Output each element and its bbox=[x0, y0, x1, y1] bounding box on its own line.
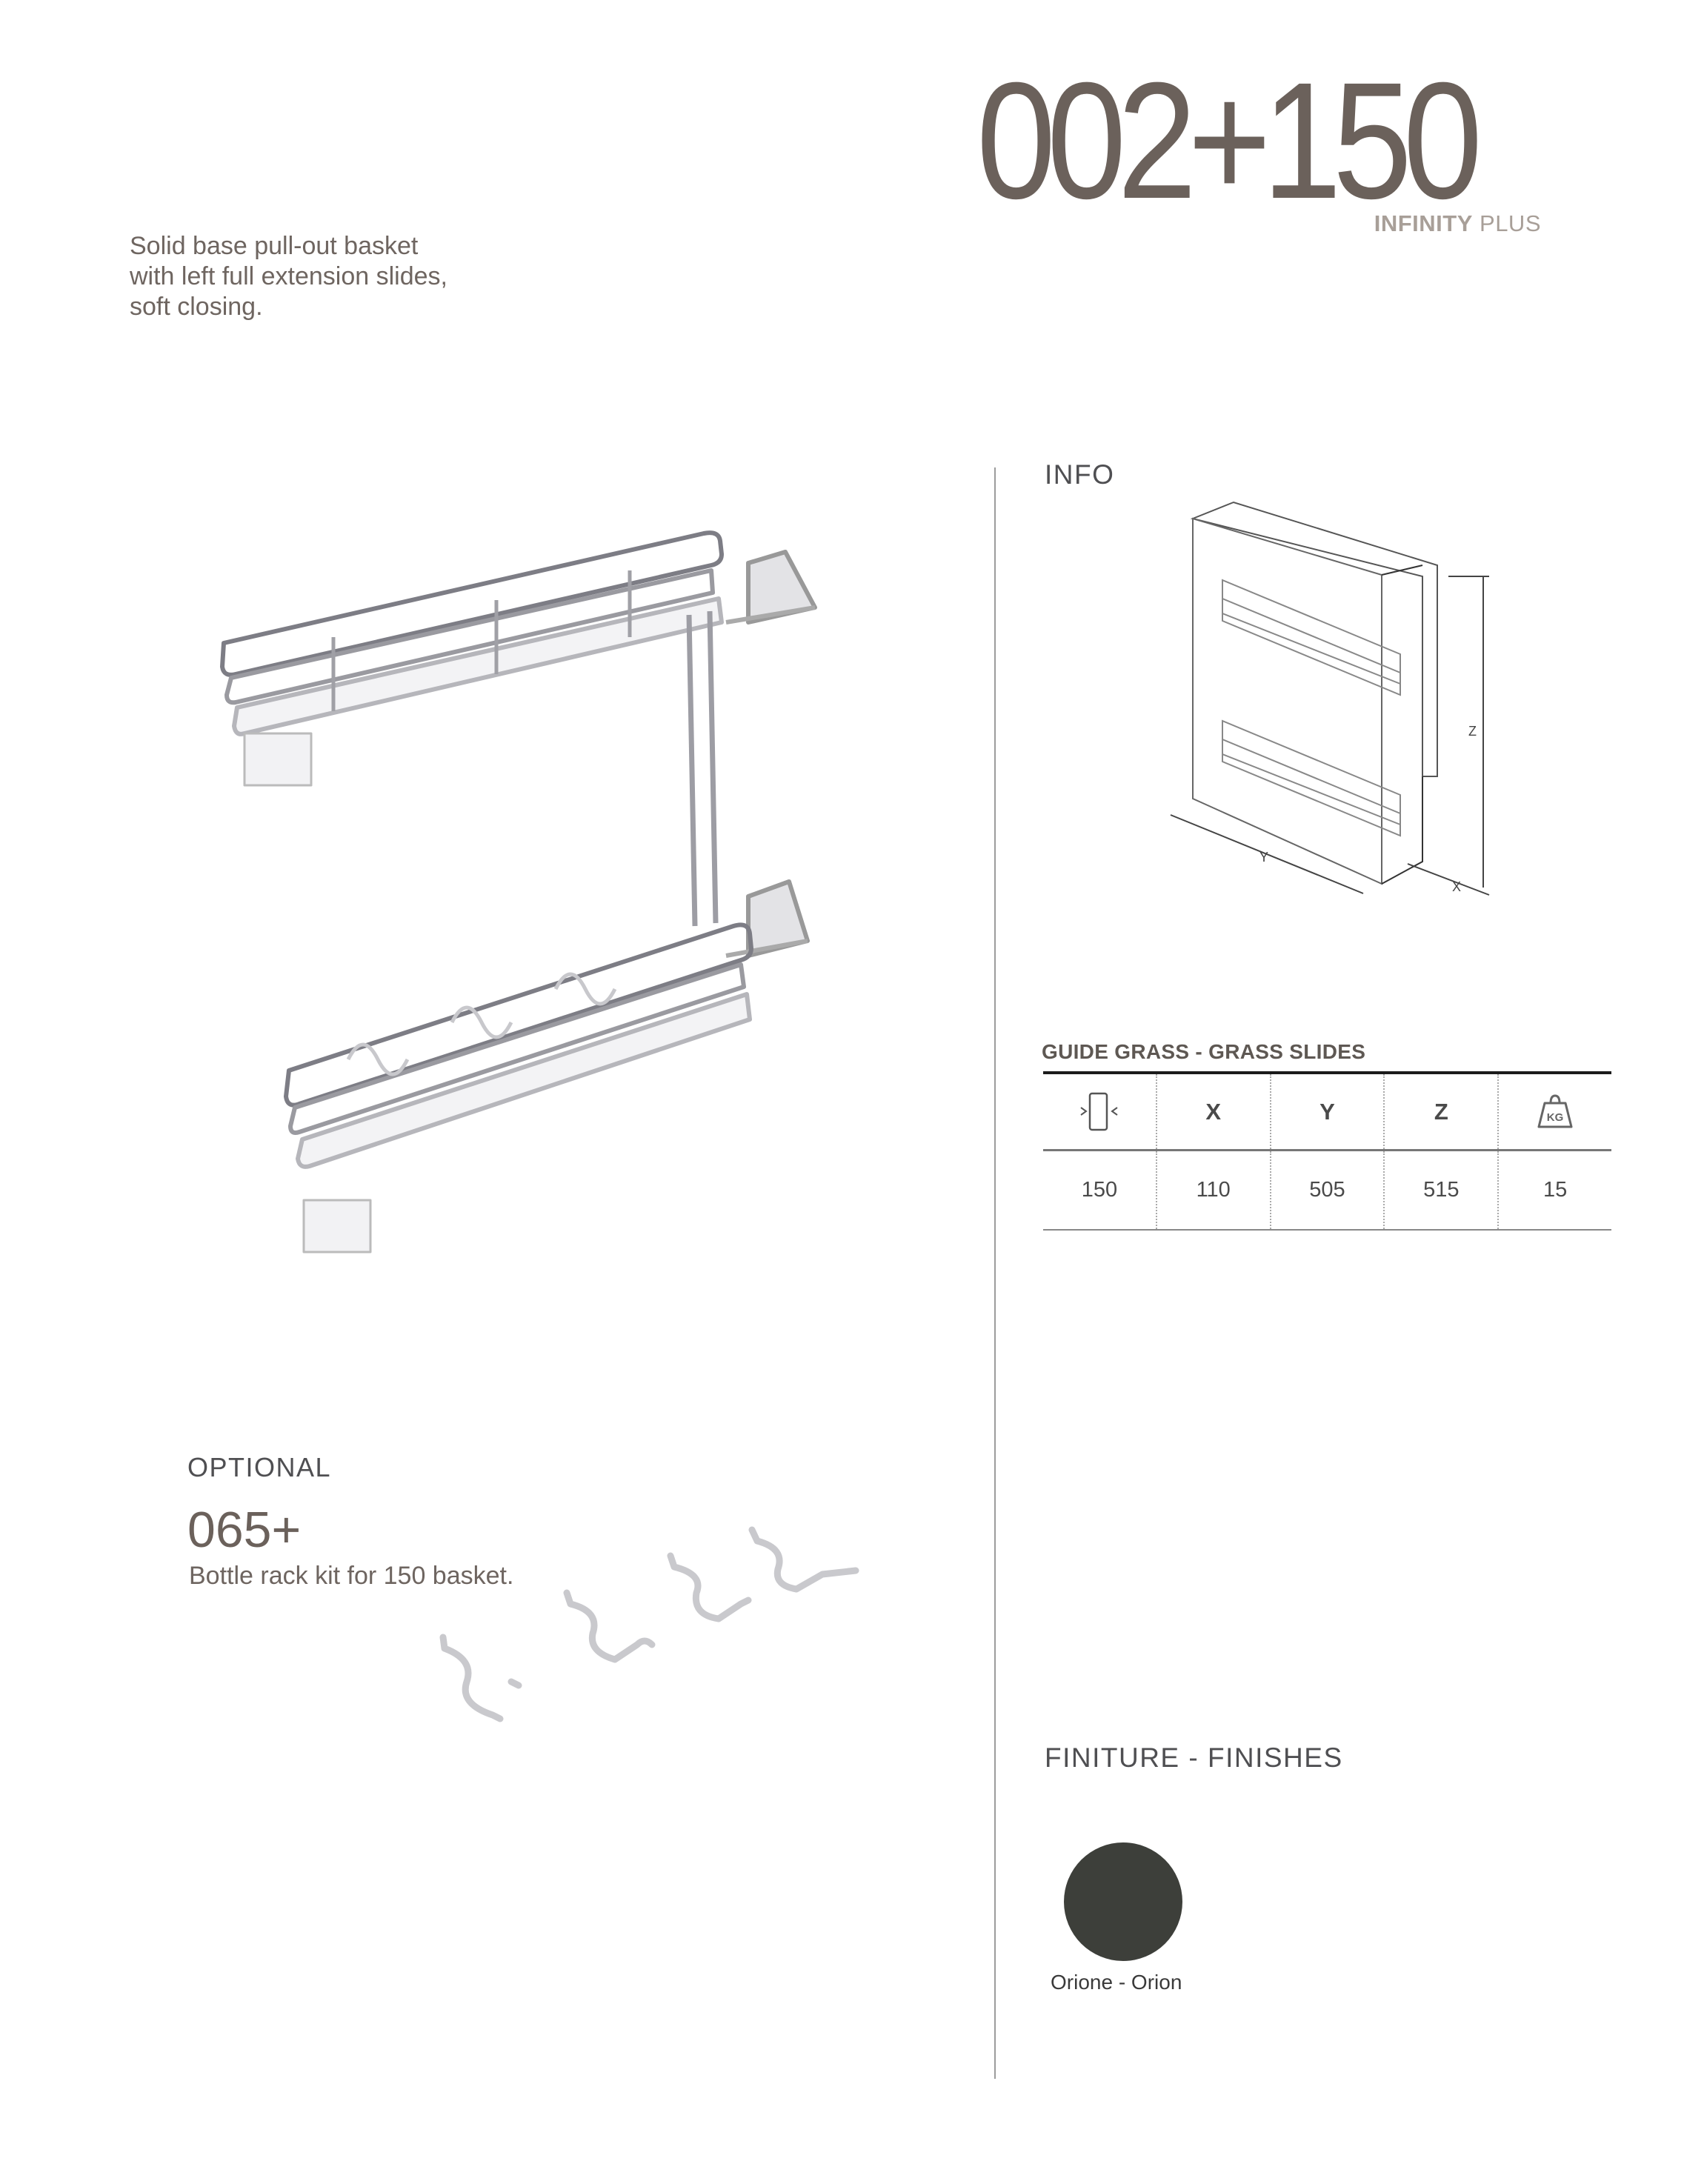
table-row: 150 110 505 515 15 bbox=[1043, 1151, 1611, 1231]
series-name-light: PLUS bbox=[1480, 210, 1541, 236]
cell-z: 515 bbox=[1383, 1151, 1497, 1229]
diagram-label-y: Y bbox=[1259, 850, 1268, 865]
optional-heading: OPTIONAL bbox=[187, 1452, 332, 1482]
info-heading: INFO bbox=[1045, 459, 1115, 490]
description-line: soft closing. bbox=[130, 293, 263, 321]
series-name-bold: INFINITY bbox=[1374, 210, 1473, 236]
weight-kg-label: KG bbox=[1547, 1111, 1564, 1124]
finishes-heading: FINITURE - FINISHES bbox=[1045, 1742, 1343, 1773]
bottle-rack-kit-image bbox=[439, 1526, 859, 1722]
product-basket-image bbox=[220, 530, 817, 1254]
description-line: Solid base pull-out basket bbox=[130, 232, 419, 260]
cabinet-width-icon bbox=[1080, 1092, 1118, 1131]
description-line: with left full extension slides, bbox=[130, 262, 447, 290]
series-name: INFINITY PLUS bbox=[1374, 210, 1541, 237]
table-header-row: X Y Z KG bbox=[1043, 1074, 1611, 1151]
cell-y: 505 bbox=[1269, 1151, 1384, 1229]
finish-swatch-orion[interactable] bbox=[1064, 1842, 1182, 1961]
header-weight: KG bbox=[1497, 1074, 1611, 1149]
weight-kg-icon: KG bbox=[1537, 1093, 1573, 1128]
cell-cabinet-width: 150 bbox=[1081, 1178, 1118, 1202]
slides-table-title: GUIDE GRASS - GRASS SLIDES bbox=[1042, 1040, 1366, 1063]
header-x: X bbox=[1155, 1074, 1270, 1149]
cell-x: 110 bbox=[1155, 1151, 1270, 1229]
diagram-label-x: X bbox=[1452, 879, 1461, 894]
table-top-rule bbox=[1043, 1071, 1611, 1074]
cell-weight: 15 bbox=[1497, 1151, 1611, 1229]
optional-code: 065+ bbox=[187, 1502, 302, 1558]
product-code-title: 002+150 bbox=[976, 48, 1482, 233]
header-y: Y bbox=[1269, 1074, 1384, 1149]
diagram-label-z: Z bbox=[1468, 724, 1477, 739]
header-cabinet-width bbox=[1043, 1074, 1156, 1149]
vertical-divider bbox=[994, 467, 996, 2079]
cabinet-dimension-diagram: Y X Z bbox=[1170, 501, 1490, 896]
header-z: Z bbox=[1383, 1074, 1497, 1149]
finish-label: Orione - Orion bbox=[1051, 1971, 1182, 1994]
optional-description: Bottle rack kit for 150 basket. bbox=[189, 1562, 514, 1590]
product-description: Solid base pull-out basket with left ful… bbox=[130, 231, 447, 322]
slides-spec-table: X Y Z KG 150 110 505 515 15 bbox=[1043, 1071, 1611, 1231]
